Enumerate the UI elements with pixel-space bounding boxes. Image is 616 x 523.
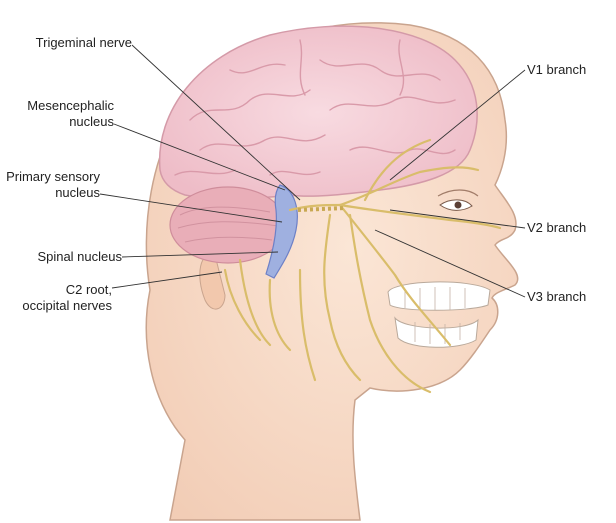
label-trigeminal-nerve: Trigeminal nerve (12, 35, 132, 51)
label-v1-branch-text: V1 branch (527, 62, 612, 78)
label-trigeminal-nerve-text: Trigeminal nerve (12, 35, 132, 51)
label-c2-line2: occipital nerves (0, 298, 112, 314)
label-mesencephalic-line2: nucleus (8, 114, 114, 130)
label-c2-root: C2 root, occipital nerves (0, 282, 112, 314)
label-c2-line1: C2 root, (0, 282, 112, 298)
label-mesencephalic-nucleus: Mesencephalic nucleus (8, 98, 114, 130)
label-v2-branch-text: V2 branch (527, 220, 612, 236)
label-spinal-nucleus: Spinal nucleus (8, 249, 122, 265)
label-primary-sensory-line1: Primary sensory (4, 169, 100, 185)
label-v3-branch-text: V3 branch (527, 289, 612, 305)
label-v1-branch: V1 branch (527, 62, 612, 78)
label-primary-sensory-nucleus: Primary sensory nucleus (4, 169, 100, 201)
label-spinal-nucleus-text: Spinal nucleus (8, 249, 122, 265)
label-v2-branch: V2 branch (527, 220, 612, 236)
label-v3-branch: V3 branch (527, 289, 612, 305)
label-primary-sensory-line2: nucleus (4, 185, 100, 201)
label-mesencephalic-line1: Mesencephalic (8, 98, 114, 114)
